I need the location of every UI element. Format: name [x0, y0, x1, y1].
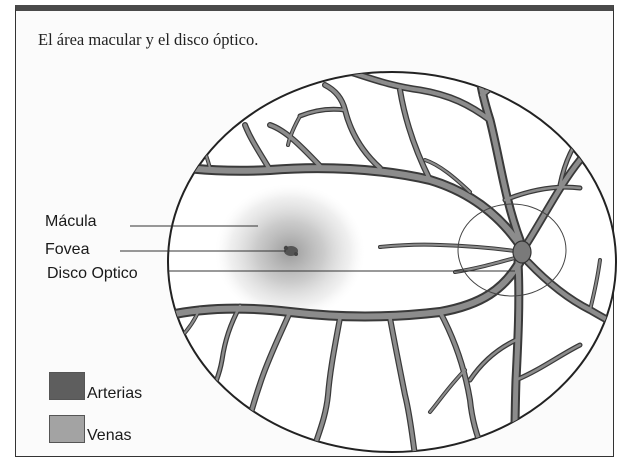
legend-swatch-arterias: [49, 372, 85, 400]
macula-label: Mácula: [45, 213, 97, 231]
legend-swatch-venas: [49, 415, 85, 443]
legend-label-venas: Venas: [87, 427, 131, 445]
fovea-label: Fovea: [45, 241, 89, 259]
optic-disc-label: Disco Optico: [47, 265, 138, 283]
legend-label-arterias: Arterias: [87, 385, 142, 403]
